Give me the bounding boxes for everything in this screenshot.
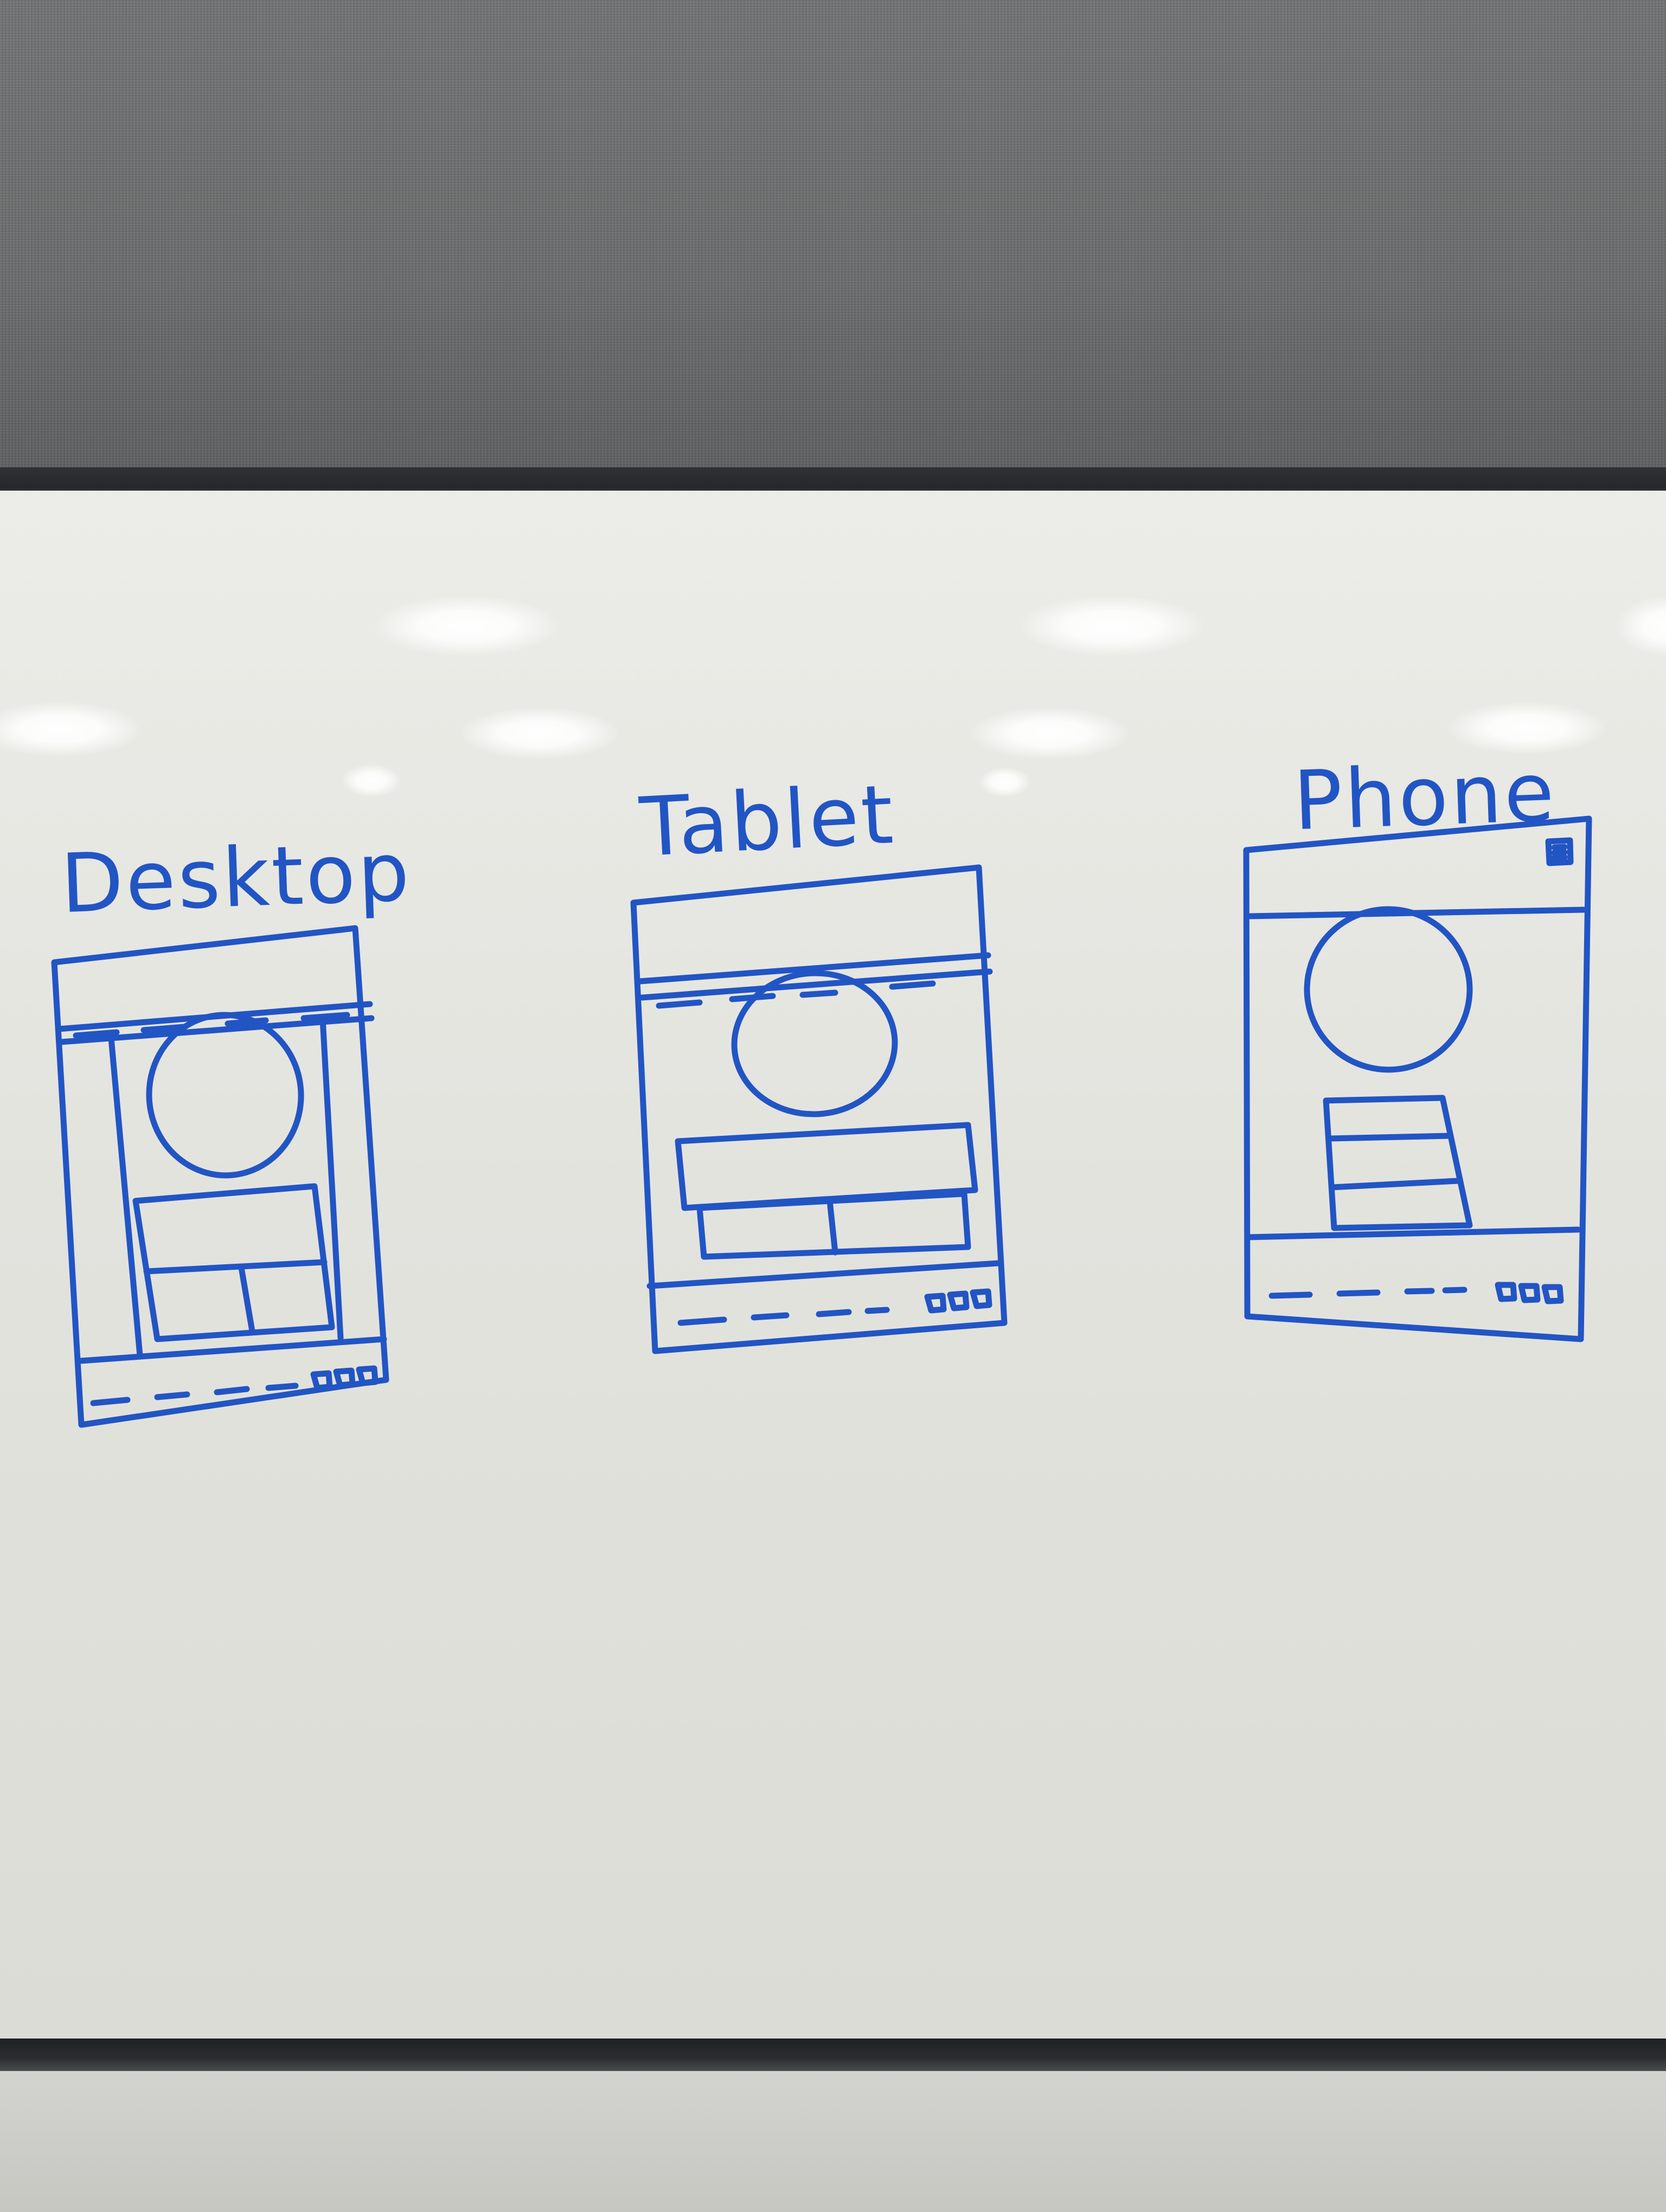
light-reflection xyxy=(979,767,1030,797)
light-reflection xyxy=(1020,596,1204,656)
phone-footer-links xyxy=(1268,1287,1468,1299)
desktop-footer-links xyxy=(90,1382,299,1406)
tablet-avatar-circle xyxy=(731,970,898,1117)
tablet-header-bar xyxy=(637,952,991,985)
desktop-device-outline xyxy=(51,925,389,1428)
tablet-card-split xyxy=(826,1198,838,1256)
phone-device-outline xyxy=(1243,815,1592,1342)
light-reflection xyxy=(971,708,1128,759)
phone-avatar-circle xyxy=(1304,906,1473,1073)
tablet-footer-links xyxy=(677,1307,890,1326)
tablet-card-lower xyxy=(696,1191,971,1260)
phone-content-card xyxy=(1323,1095,1473,1231)
desktop-card-divider xyxy=(143,1259,328,1275)
tablet-content-card xyxy=(675,1122,978,1211)
desktop-wireframe xyxy=(51,925,389,1428)
desktop-label: Desktop xyxy=(59,825,413,932)
phone-card-divider-2 xyxy=(1329,1178,1462,1191)
light-reflection xyxy=(461,708,618,759)
light-reflection xyxy=(0,702,141,756)
phone-card-divider-1 xyxy=(1327,1133,1452,1142)
light-reflection xyxy=(374,596,559,656)
phone-menu-icon xyxy=(1545,837,1574,866)
desktop-social-icons xyxy=(310,1365,379,1391)
tablet-social-icons xyxy=(924,1288,992,1314)
cubicle-wall xyxy=(0,0,1666,477)
tablet-label: Tablet xyxy=(637,767,898,876)
tablet-wireframe xyxy=(630,864,1008,1354)
desktop-footer-bar xyxy=(78,1336,387,1364)
phone-footer-bar xyxy=(1244,1226,1581,1240)
desktop-avatar-circle xyxy=(146,1012,304,1179)
whiteboard-frame-bottom xyxy=(0,2039,1666,2071)
tablet-footer-bar xyxy=(646,1260,1001,1289)
marker-tray xyxy=(0,2071,1666,2212)
desktop-right-sidebar-edge xyxy=(319,1016,344,1341)
phone-label: Phone xyxy=(1292,745,1558,849)
desktop-content-card xyxy=(132,1183,335,1342)
phone-social-icons xyxy=(1495,1282,1564,1304)
tablet-nav-underline xyxy=(639,968,993,1001)
light-reflection xyxy=(1448,702,1605,754)
desktop-card-split xyxy=(238,1264,255,1334)
desktop-left-sidebar-edge xyxy=(108,1035,143,1359)
phone-wireframe xyxy=(1243,815,1592,1342)
tablet-device-outline xyxy=(630,864,1008,1354)
light-reflection xyxy=(342,764,401,797)
